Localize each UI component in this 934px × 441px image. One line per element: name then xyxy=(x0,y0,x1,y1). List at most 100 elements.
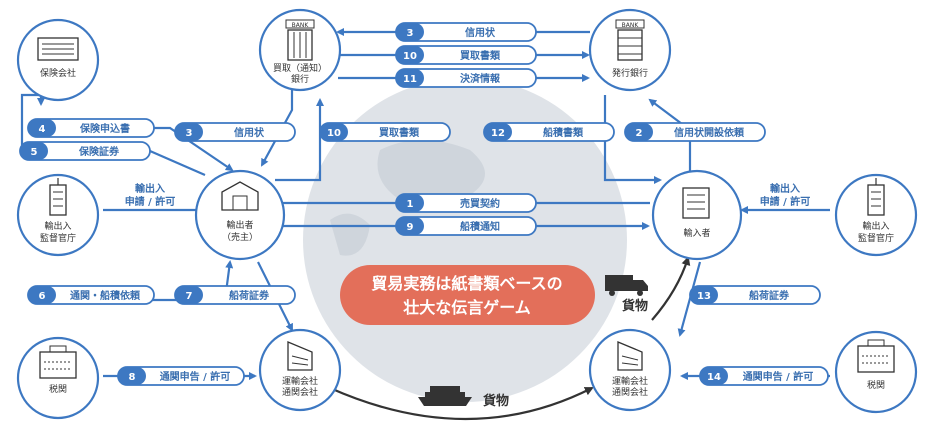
node-export-authority: 輸出入 監督官庁 xyxy=(16,173,100,257)
node-carrier-right: 運輸会社 通関会社 xyxy=(588,328,672,412)
bank-sign-text-2: BANK xyxy=(622,22,640,29)
step-label: 信用状開設依頼 xyxy=(674,126,745,139)
step-number: 2 xyxy=(636,128,643,139)
step-pill: 7 船荷証券 xyxy=(174,285,296,305)
cargo-truck-label: 貨物 xyxy=(622,298,648,314)
import-authority-label-1: 輸出入 xyxy=(862,220,889,232)
bank-sign-text: BANK xyxy=(292,22,310,29)
carrier-left-label-2: 通関会社 xyxy=(282,386,318,398)
node-buying-bank: BANK 買取（通知） 銀行 xyxy=(258,8,342,92)
step-number: 13 xyxy=(697,291,711,302)
node-customs-right: 税関 xyxy=(834,330,918,414)
step-pill: 14 通関申告 / 許可 xyxy=(699,366,829,386)
step-pill: 6 通関・船積依頼 xyxy=(27,285,155,305)
globe-land xyxy=(377,140,485,204)
import-authority-label-2: 監督官庁 xyxy=(858,232,894,244)
node-carrier-left: 運輸会社 通関会社 xyxy=(258,328,342,412)
step-pill: 12 船積書類 xyxy=(483,122,615,142)
cargo-ship-arrow xyxy=(329,386,594,420)
step-number: 7 xyxy=(186,291,193,302)
step-label: 通関申告 / 許可 xyxy=(743,370,814,383)
carrier-building-icon xyxy=(617,341,643,371)
step-pill: 3 信用状 xyxy=(395,22,537,42)
step-label: 船積通知 xyxy=(460,220,500,233)
bank-sign-icon xyxy=(285,19,315,29)
insurance-label: 保険会社 xyxy=(40,67,76,79)
globe-land xyxy=(330,213,370,256)
step-number: 9 xyxy=(407,222,414,233)
permit-left-label-2: 申請 / 許可 xyxy=(125,195,176,208)
bank-sign-icon xyxy=(615,19,645,29)
step-number: 14 xyxy=(707,372,721,383)
step-pill: 13 船荷証券 xyxy=(689,285,821,305)
step-pill: 5 保険証券 xyxy=(19,141,151,161)
warehouse-icon xyxy=(221,181,259,211)
step-pill: 3 信用状 xyxy=(174,122,296,142)
step-number: 10 xyxy=(327,128,341,139)
customs-right-label: 税関 xyxy=(867,379,885,391)
exporter-label-2: （売主） xyxy=(222,231,258,243)
carrier-left-label-1: 運輸会社 xyxy=(282,375,318,387)
banner-line-2: 壮大な伝言ゲーム xyxy=(403,298,531,317)
step-label: 信用状 xyxy=(234,126,265,139)
step-pill: 2 信用状開設依頼 xyxy=(624,122,766,142)
banner: 貿易実務は紙書類ベースの 壮大な伝言ゲーム xyxy=(340,265,595,325)
step-number: 8 xyxy=(129,372,136,383)
step-pill: 4 保険申込書 xyxy=(27,118,155,138)
exporter-label-1: 輸出者 xyxy=(226,219,253,231)
step-number: 10 xyxy=(403,51,417,62)
step-label: 買取書類 xyxy=(379,126,420,139)
permit-right-label-1: 輸出入 xyxy=(770,182,800,195)
export-authority-label-1: 輸出入 xyxy=(44,220,71,232)
banner-line-1: 貿易実務は紙書類ベースの xyxy=(371,274,562,293)
step-pill: 10 買取書類 xyxy=(319,122,451,142)
cargo-truck-arrow xyxy=(651,256,691,321)
node-exporter: 輸出者 （売主） xyxy=(194,169,286,261)
node-issuing-bank: BANK 発行銀行 xyxy=(588,8,672,92)
step-label: 保険証券 xyxy=(78,145,120,158)
step-label: 船荷証券 xyxy=(229,289,270,302)
step-number: 6 xyxy=(39,291,46,302)
permit-right-label-2: 申請 / 許可 xyxy=(760,195,811,208)
issuing-bank-label: 発行銀行 xyxy=(612,67,648,79)
step-label: 船積書類 xyxy=(543,126,584,139)
step-number: 5 xyxy=(31,147,38,158)
step-number: 3 xyxy=(186,128,193,139)
step-pill: 9 船積通知 xyxy=(395,216,537,236)
step-label: 船荷証券 xyxy=(749,289,790,302)
permit-left-label-1: 輸出入 xyxy=(135,182,165,195)
node-insurance: 保険会社 xyxy=(16,18,100,102)
step-pill: 8 通関申告 / 許可 xyxy=(117,366,245,386)
node-customs-left: 税関 xyxy=(16,336,100,420)
step-label: 信用状 xyxy=(465,26,496,39)
buying-bank-label-1: 買取（通知） xyxy=(273,62,327,74)
ship-icon xyxy=(418,386,472,406)
step-label: 通関申告 / 許可 xyxy=(160,370,231,383)
step-label: 通関・船積依頼 xyxy=(70,289,141,302)
step-number: 11 xyxy=(403,74,417,85)
bank-building-icon xyxy=(617,29,643,61)
step-number: 12 xyxy=(491,128,505,139)
step-number: 4 xyxy=(39,124,46,135)
carrier-right-label-2: 通関会社 xyxy=(612,386,648,398)
importer-label: 輸入者 xyxy=(683,227,710,239)
carrier-building-icon xyxy=(287,341,313,371)
step-label: 保険申込書 xyxy=(79,122,130,135)
node-import-authority: 輸出入 監督官庁 xyxy=(834,173,918,257)
node-importer: 輸入者 xyxy=(651,169,743,261)
step-label: 売買契約 xyxy=(460,197,500,210)
customs-left-label: 税関 xyxy=(49,383,67,395)
step-number: 3 xyxy=(407,28,414,39)
export-authority-label-2: 監督官庁 xyxy=(40,232,76,244)
cargo-ship-label: 貨物 xyxy=(483,393,509,409)
buying-bank-label-2: 銀行 xyxy=(291,73,309,85)
truck-icon xyxy=(605,275,648,296)
bank-building-icon xyxy=(287,29,313,61)
building-icon xyxy=(37,37,79,61)
office-building-icon xyxy=(682,187,710,219)
carrier-right-label-1: 運輸会社 xyxy=(612,375,648,387)
